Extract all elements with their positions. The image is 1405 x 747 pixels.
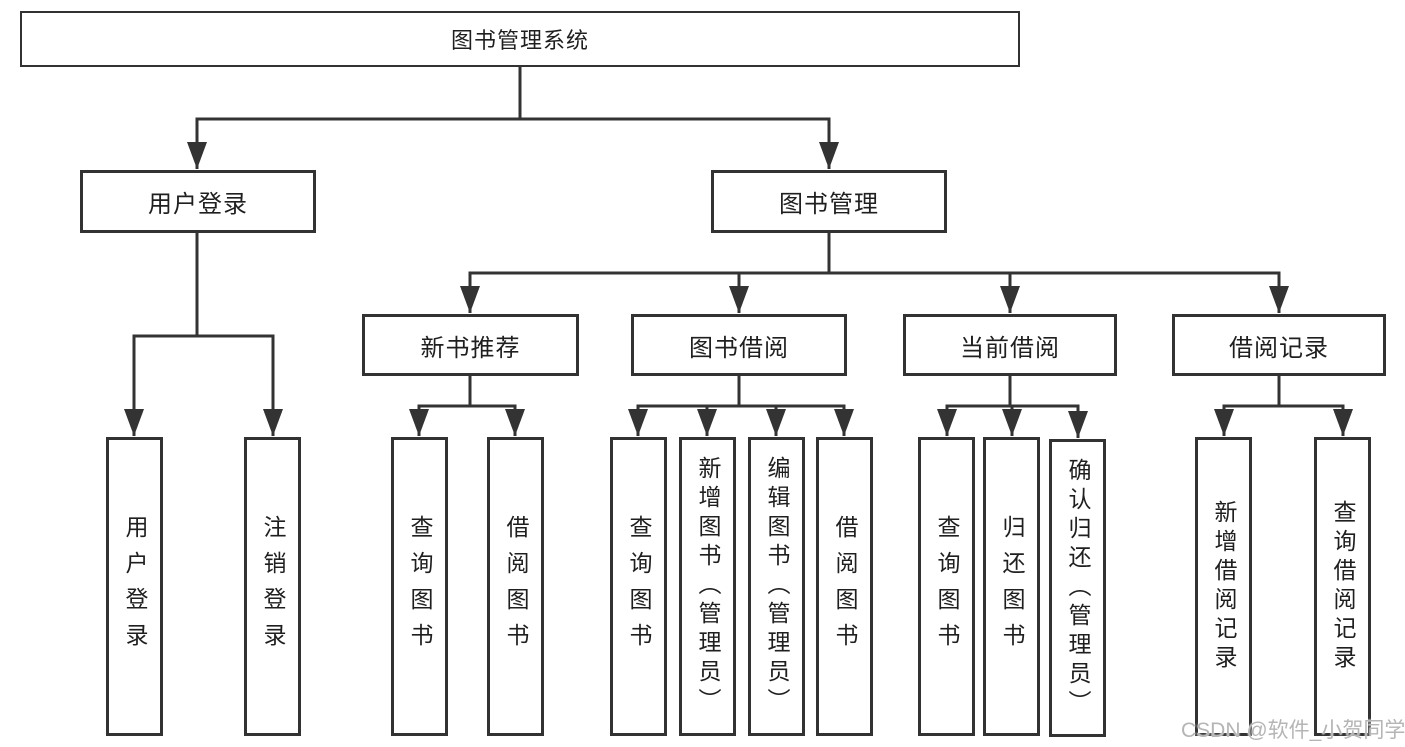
leaf-query-books-recommend: 查询图书 [391,437,448,736]
node-label: 图书管理系统 [450,28,589,53]
leaf-return-books: 归还图书 [983,437,1040,736]
node-current-borrowing: 当前借阅 [903,314,1117,376]
node-label: 借阅图书 [503,514,529,659]
leaf-query-books-current: 查询图书 [918,437,975,736]
node-label: 查询图书 [934,514,960,659]
connector-trunks [132,66,1345,408]
node-label: 确认归还（管理员） [1065,457,1091,719]
node-label: 注销登录 [260,514,286,659]
csdn-watermark: CSDN @软件_小贺同学 [1181,719,1405,742]
node-label: 用户登录 [148,191,248,218]
leaf-add-borrow-record: 新增借阅记录 [1195,437,1252,736]
node-book-borrowing: 图书借阅 [631,314,847,376]
leaf-logout: 注销登录 [244,437,301,736]
leaf-query-borrow-record: 查询借阅记录 [1314,437,1371,736]
node-label: 新增借阅记录 [1211,499,1237,674]
leaf-user-login: 用户登录 [106,437,163,736]
leaf-query-books-borrow: 查询图书 [610,437,667,736]
leaf-borrow-books: 借阅图书 [816,437,873,736]
leaf-add-books-admin: 新增图书（管理员） [679,437,736,736]
node-new-book-recommendation: 新书推荐 [362,314,579,376]
node-label: 查询图书 [626,514,652,659]
node-book-management: 图书管理 [711,170,947,233]
node-label: 新书推荐 [420,334,521,362]
node-label: 查询图书 [407,514,433,659]
connector-arrows [124,119,1353,438]
node-library-management-system: 图书管理系统 [20,11,1020,67]
node-label: 查询借阅记录 [1330,499,1356,674]
leaf-borrow-books-recommend: 借阅图书 [487,437,544,736]
node-label: 编辑图书（管理员） [764,456,790,717]
node-label: 新增图书（管理员） [695,456,721,717]
node-label: 图书管理 [779,191,879,218]
node-label: 当前借阅 [960,334,1060,362]
leaf-confirm-return-admin: 确认归还（管理员） [1049,439,1106,737]
node-label: 图书借阅 [689,334,789,362]
node-label: 用户登录 [122,514,148,659]
node-label: 借阅图书 [832,514,858,659]
node-label: 借阅记录 [1229,334,1329,362]
node-borrowing-records: 借阅记录 [1172,314,1386,376]
node-label: 归还图书 [999,514,1025,659]
leaf-edit-books-admin: 编辑图书（管理员） [748,437,805,736]
node-user-login: 用户登录 [80,170,316,233]
